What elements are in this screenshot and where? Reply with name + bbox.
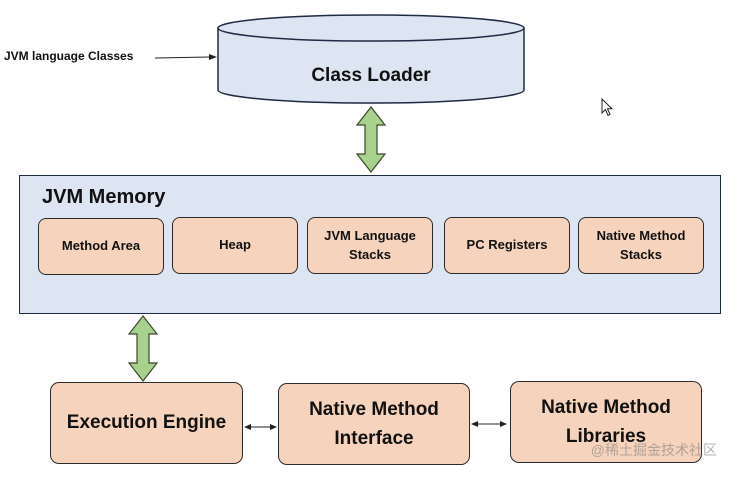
- method-area-label: Method Area: [61, 238, 141, 254]
- execution-engine-box: Execution Engine: [50, 382, 243, 464]
- class-loader-label: Class Loader: [311, 65, 431, 86]
- cursor-icon: [601, 98, 614, 117]
- native-method-interface-label: Native Method Interface: [309, 398, 439, 449]
- execution-engine-label: Execution Engine: [66, 412, 227, 434]
- native-method-libraries-label: Native Method Libraries: [541, 396, 671, 447]
- pc-registers-box: PC Registers: [444, 217, 570, 274]
- method-area-box: Method Area: [38, 218, 164, 275]
- watermark: @稀土掘金技术社区: [590, 442, 717, 458]
- native-method-stacks-label: Native Method Stacks: [596, 227, 686, 262]
- interface-libraries-arrow: [471, 421, 507, 427]
- pc-registers-label: PC Registers: [466, 237, 548, 253]
- loader-memory-arrow: [355, 106, 387, 173]
- native-method-libraries-box: Native Method Libraries: [510, 381, 702, 463]
- jvm-language-stacks-label: JVM Language Stacks: [324, 227, 416, 262]
- native-method-interface-box: Native Method Interface: [278, 383, 470, 465]
- jvm-language-stacks-box: JVM Language Stacks: [307, 217, 433, 274]
- memory-engine-arrow: [127, 315, 159, 382]
- native-method-stacks-box: Native Method Stacks: [578, 217, 704, 274]
- engine-interface-arrow: [244, 424, 277, 430]
- input-label: JVM language Classes: [4, 49, 134, 63]
- heap-box: Heap: [172, 217, 298, 274]
- jvm-memory-title: JVM Memory: [42, 186, 166, 208]
- class-loader-cylinder: [217, 14, 525, 104]
- heap-label: Heap: [219, 237, 251, 253]
- input-arrow: [154, 54, 217, 60]
